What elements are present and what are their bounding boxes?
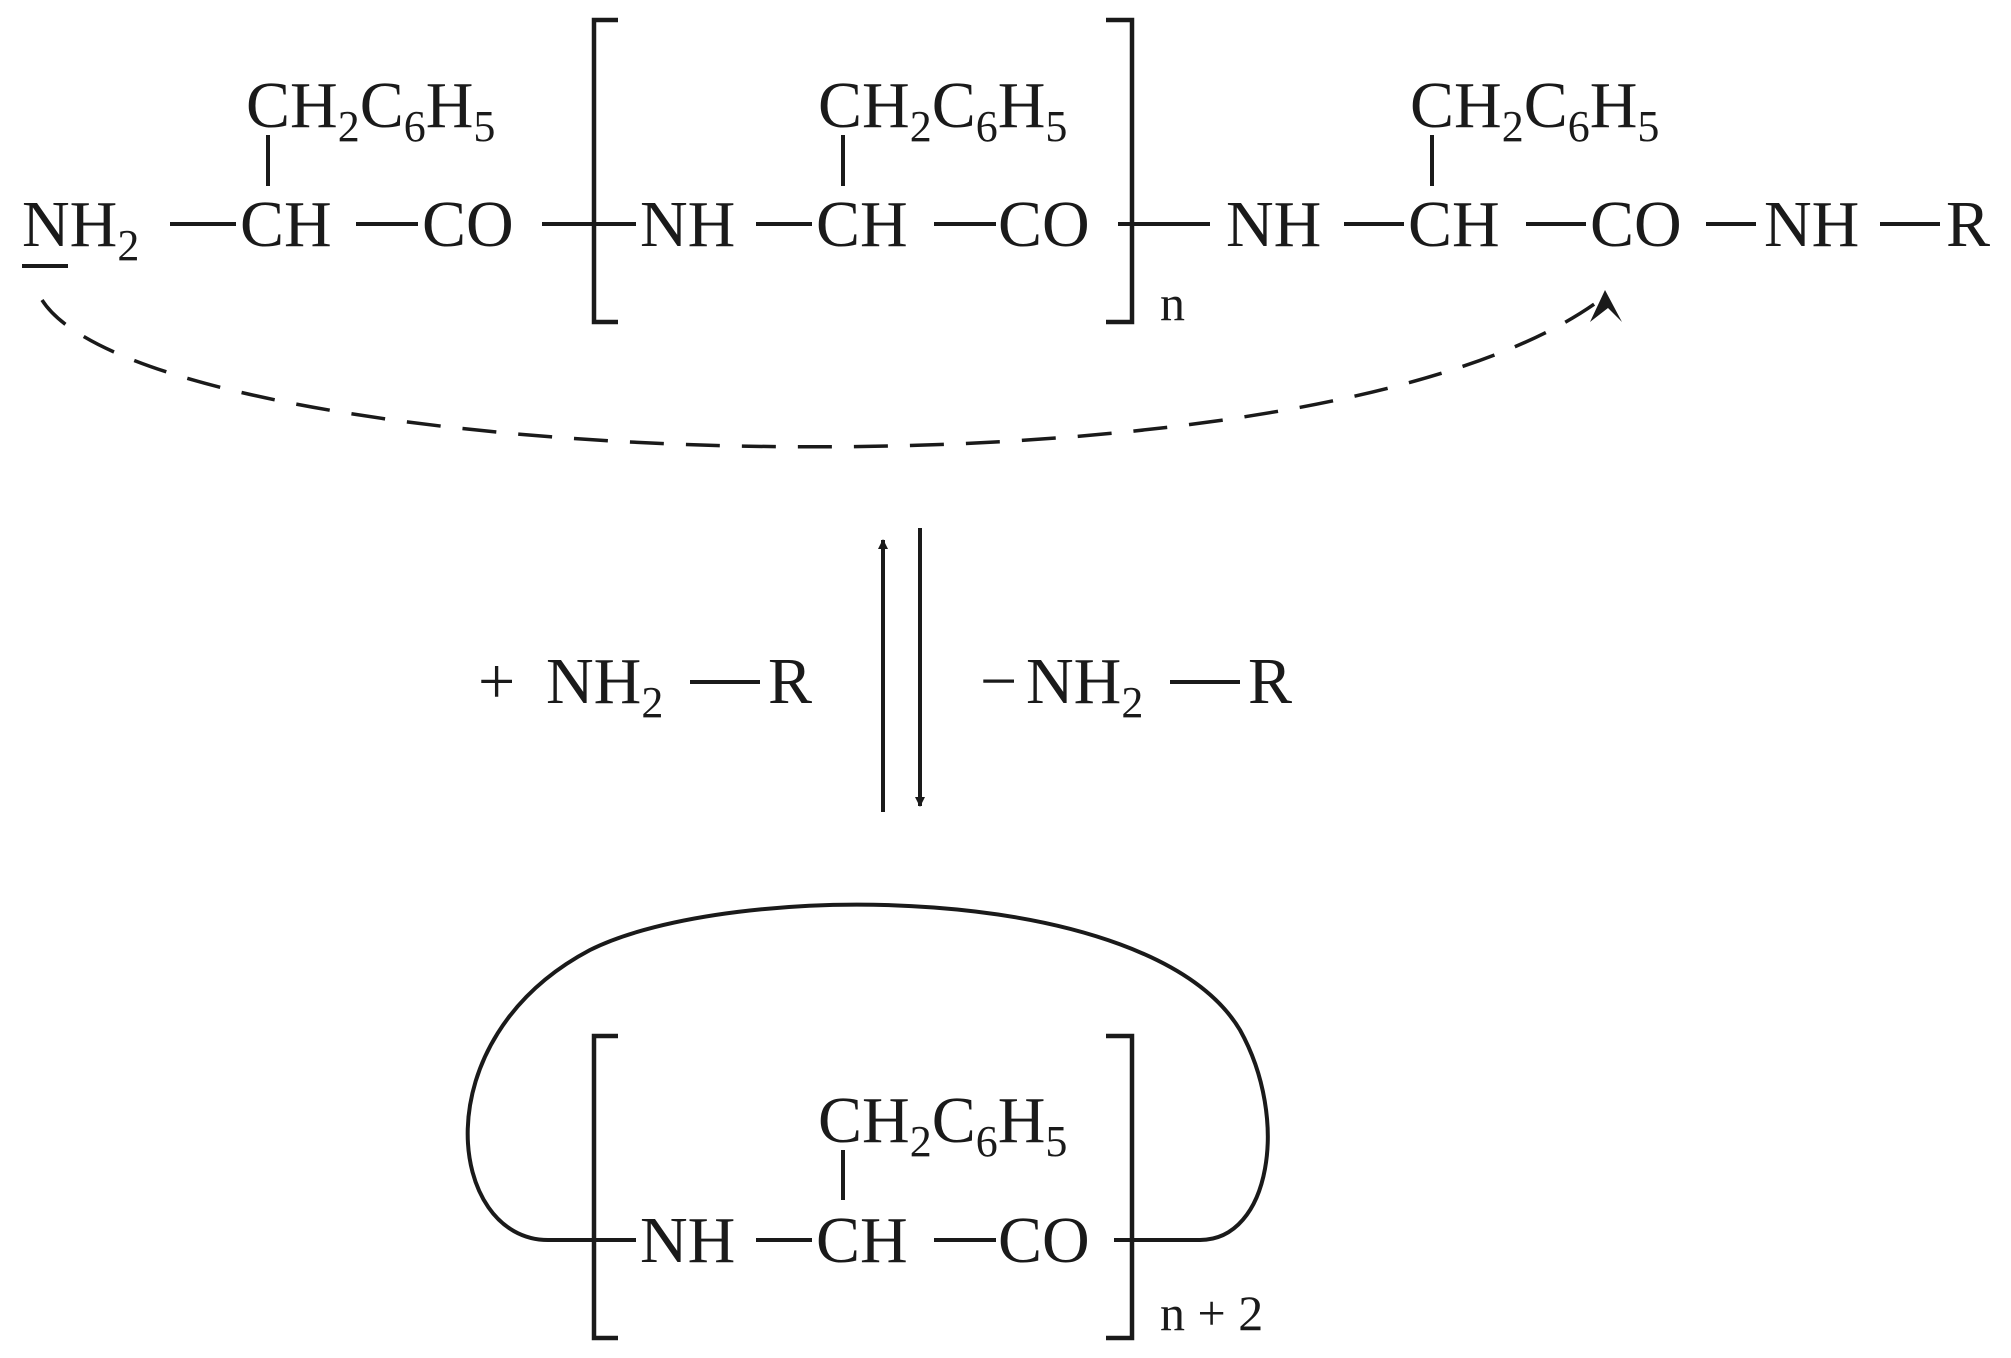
side-chain-subscript: 2 xyxy=(1502,102,1524,151)
reagent-nh: NH xyxy=(1026,645,1121,718)
side-chain-subscript: 2 xyxy=(338,102,360,151)
side-chain-ch: CH xyxy=(246,69,338,142)
side-chain-ch: CH xyxy=(818,69,910,142)
reagent-r: R xyxy=(768,645,812,718)
ring-closure-bond xyxy=(465,902,1270,1242)
attack-arrowhead-icon xyxy=(1590,290,1622,322)
side-chain-ch: CH xyxy=(1410,69,1502,142)
side-chain-h: H xyxy=(1590,69,1638,142)
alpha-carbon-1: CH xyxy=(240,188,332,261)
cyclic-peptide: CH2C6H5 NH CH CO n + 2 xyxy=(465,902,1270,1341)
terminal-amine: NH2 xyxy=(22,188,139,270)
side-chain-subscript: 6 xyxy=(404,102,426,151)
ring-repeat-index: n + 2 xyxy=(1160,1285,1263,1341)
side-chain-2: CH2C6H5 xyxy=(818,69,1067,186)
side-chain-subscript: 6 xyxy=(976,102,998,151)
equilibrium-arrows xyxy=(878,528,925,812)
reagent-added: + NH2 R xyxy=(478,645,812,727)
side-chain-h: H xyxy=(998,1084,1046,1157)
side-chain-1: CH2C6H5 xyxy=(246,69,495,186)
repeat-ch: CH xyxy=(816,188,908,261)
side-chain-subscript: 2 xyxy=(910,1117,932,1166)
svg-text:CH2C6H5: CH2C6H5 xyxy=(1410,69,1659,151)
svg-text:CH2C6H5: CH2C6H5 xyxy=(818,1084,1067,1166)
side-chain-subscript: 2 xyxy=(910,102,932,151)
left-bracket xyxy=(591,17,618,325)
ring-nh: NH xyxy=(640,1204,735,1277)
leaving-r-group: R xyxy=(1946,188,1990,261)
side-chain-subscript: 6 xyxy=(976,1117,998,1166)
repeat-nh: NH xyxy=(640,188,735,261)
reagent-subscript: 2 xyxy=(641,678,663,727)
side-chain-ch: CH xyxy=(818,1084,910,1157)
reagent-r: R xyxy=(1248,645,1292,718)
amide-nh: NH xyxy=(1226,188,1321,261)
svg-text:CH2C6H5: CH2C6H5 xyxy=(246,69,495,151)
svg-text:CH2C6H5: CH2C6H5 xyxy=(818,69,1067,151)
svg-text:NH2: NH2 xyxy=(546,645,663,727)
side-chain-c: C xyxy=(360,69,404,142)
ring-co: CO xyxy=(998,1204,1090,1277)
amine-hydrogen: H xyxy=(70,188,118,261)
svg-text:NH2: NH2 xyxy=(1026,645,1143,727)
repeat-co: CO xyxy=(998,188,1090,261)
right-bracket xyxy=(1106,17,1135,325)
side-chain-subscript: 5 xyxy=(1045,102,1067,151)
attack-arrow-path xyxy=(40,298,1602,449)
reagent-subscript: 2 xyxy=(1121,678,1143,727)
carbonyl-1: CO xyxy=(422,188,514,261)
reagent-nh: NH xyxy=(546,645,641,718)
side-chain-h: H xyxy=(998,69,1046,142)
linear-peptide-chain: CH2C6H5 CH2C6H5 CH2C6H5 NH2 CH CO xyxy=(22,17,1990,331)
side-chain-c: C xyxy=(932,69,976,142)
side-chain-subscript: 5 xyxy=(1045,1117,1067,1166)
side-chain-subscript: 5 xyxy=(1637,102,1659,151)
minus-sign: − xyxy=(980,645,1017,718)
side-chain-subscript: 6 xyxy=(1568,102,1590,151)
ring-right-bracket xyxy=(1106,1033,1135,1341)
leaving-nh: NH xyxy=(1764,188,1859,261)
carbonyl-attacked: CO xyxy=(1590,188,1682,261)
amine-nitrogen: N xyxy=(22,188,70,261)
side-chain-3: CH2C6H5 xyxy=(1410,69,1659,186)
ring-ch: CH xyxy=(816,1204,908,1277)
side-chain-c: C xyxy=(1524,69,1568,142)
alpha-carbon-3: CH xyxy=(1408,188,1500,261)
reagent-removed: − NH2 R xyxy=(980,645,1292,727)
side-chain-subscript: 5 xyxy=(473,102,495,151)
plus-sign: + xyxy=(478,645,515,718)
ring-left-bracket xyxy=(591,1033,618,1341)
amine-subscript: 2 xyxy=(117,221,139,270)
repeat-index: n xyxy=(1160,275,1185,331)
side-chain-h: H xyxy=(426,69,474,142)
side-chain-c: C xyxy=(932,1084,976,1157)
